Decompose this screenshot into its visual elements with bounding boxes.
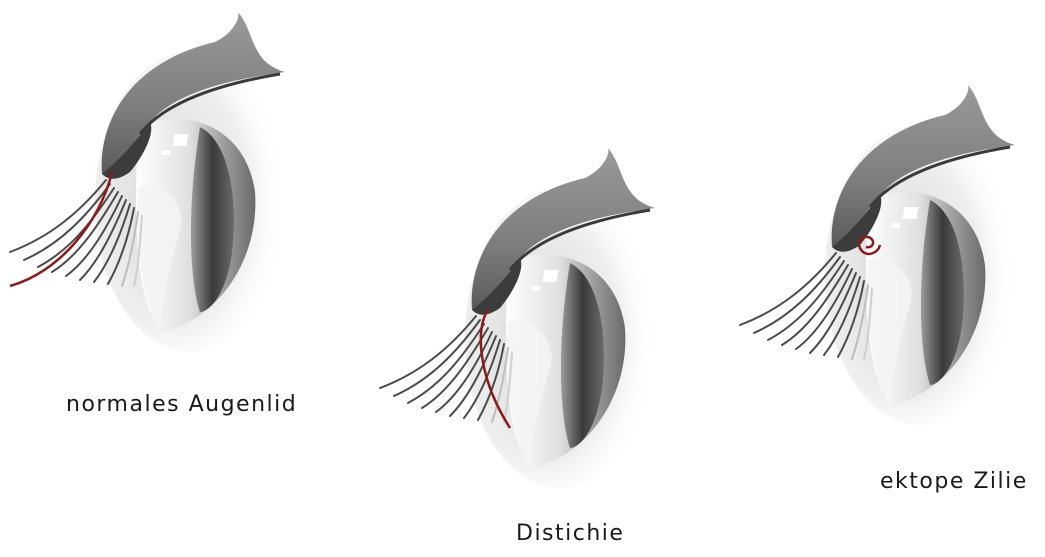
normal-eyelid-illustration	[10, 12, 285, 352]
ektope-zilie-illustration	[740, 85, 1015, 425]
distichie-illustration	[380, 148, 655, 488]
caption-distichie: Distichie	[516, 521, 624, 546]
caption-normales-augenlid: normales Augenlid	[66, 392, 297, 417]
caption-ektope-zilie: ektope Zilie	[880, 469, 1028, 494]
